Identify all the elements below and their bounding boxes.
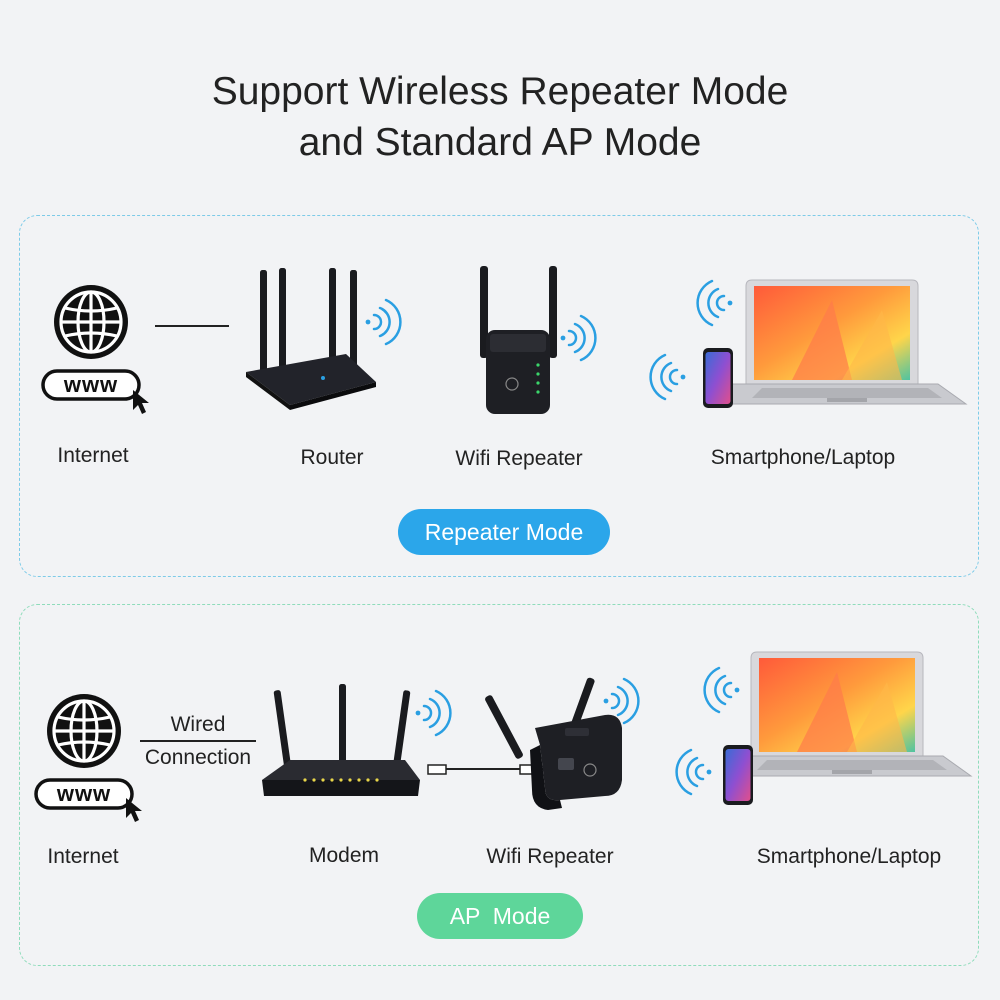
ap-mode-panel [19, 604, 979, 966]
title-line-2: and Standard AP Mode [298, 121, 702, 164]
globe-icon [45, 692, 123, 770]
wifi-waves-icon [559, 314, 597, 362]
repeater-mode-panel [19, 215, 979, 577]
wifi-waves-icon [703, 666, 741, 714]
smartphone-icon [723, 745, 753, 805]
devices-label: Smartphone/Laptop [710, 446, 896, 469]
wifi-waves-icon [649, 353, 687, 401]
internet-label: Internet [47, 845, 119, 868]
devices-label: Smartphone/Laptop [756, 845, 942, 868]
internet-label: Internet [57, 444, 129, 467]
repeater-mode-badge: Repeater Mode [398, 509, 610, 555]
wifi-repeater-label: Wifi Repeater [486, 845, 614, 868]
smartphone-icon [703, 348, 733, 408]
ap-mode-badge: AP Mode [417, 893, 583, 939]
www-text: www [63, 372, 119, 397]
wifi-waves-icon [414, 689, 452, 737]
page-title: Support Wireless Repeater Mode and Stand… [0, 66, 1000, 168]
title-line-1: Support Wireless Repeater Mode [211, 70, 789, 113]
wifi-repeater-icon [480, 266, 557, 414]
router-icon [246, 268, 376, 410]
wifi-repeater-label: Wifi Repeater [455, 447, 583, 470]
modem-label: Modem [308, 844, 380, 867]
router-label: Router [300, 446, 364, 469]
www-text: www [56, 781, 112, 806]
modem-icon [262, 684, 420, 796]
laptop-icon [721, 279, 967, 405]
laptop-icon [726, 651, 972, 777]
wifi-waves-icon [364, 298, 402, 346]
wired-connection-label-line-1: Wired [170, 713, 226, 736]
wired-connection-label-line-2: Connection [144, 746, 252, 769]
wifi-waves-icon [696, 279, 734, 327]
wifi-repeater-icon [485, 677, 622, 810]
globe-icon [52, 283, 130, 361]
wifi-waves-icon [675, 748, 713, 796]
